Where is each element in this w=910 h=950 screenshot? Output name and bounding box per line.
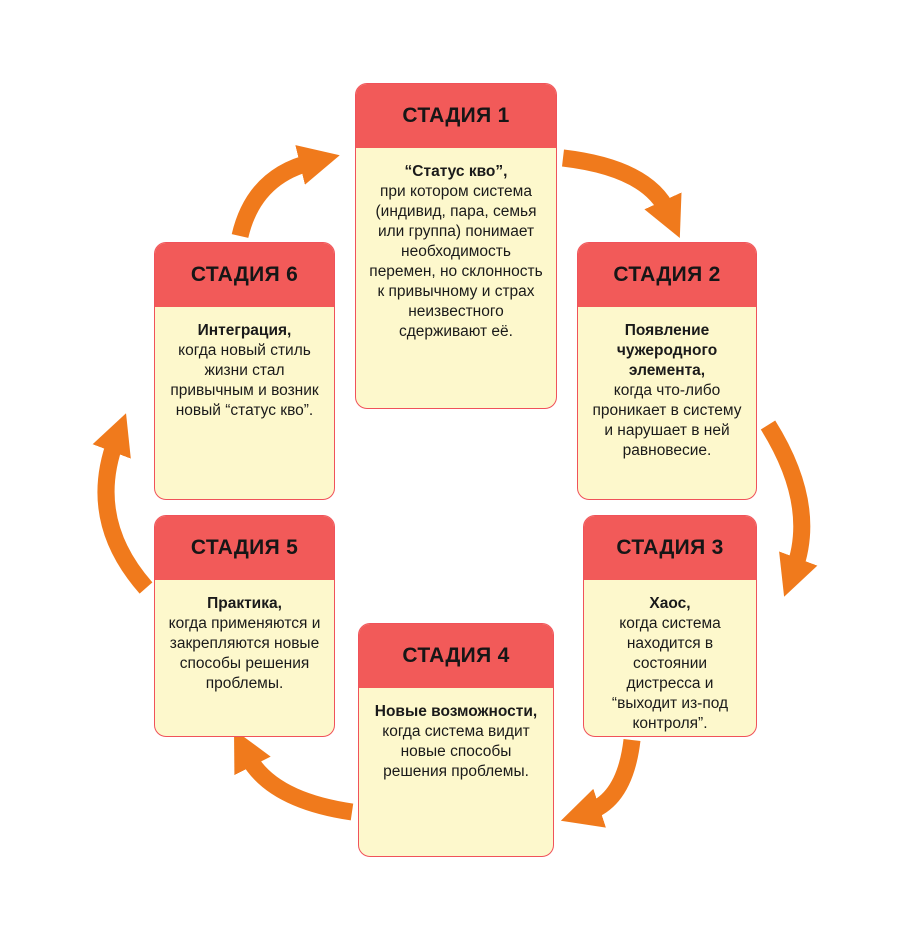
stage-3-text: когда система находится в состоянии дист… <box>611 615 729 732</box>
stage-2-text: когда что-либо проникает в систему и нар… <box>592 382 742 459</box>
arrow-stage5-to-stage6 <box>92 413 153 594</box>
stage-5-card: СТАДИЯ 5 Практика, когда применяются и з… <box>154 515 335 737</box>
stage-4-description: Новые возможности, когда система видит н… <box>359 688 553 792</box>
stage-3-card: СТАДИЯ 3 Хаос, когда система находится в… <box>583 515 757 737</box>
stage-5-description: Практика, когда применяются и закрепляют… <box>155 580 334 704</box>
arrow-stage3-to-stage4 <box>560 738 641 828</box>
arrow-stage6-to-stage1 <box>231 145 340 239</box>
stage-6-term: Интеграция, <box>197 322 292 339</box>
stage-2-title: СТАДИЯ 2 <box>578 243 756 307</box>
stage-3-title: СТАДИЯ 3 <box>584 516 756 580</box>
stage-1-text: при котором система (индивид, пара, семь… <box>369 183 543 340</box>
stage-5-term: Практика, <box>207 595 282 612</box>
stage-6-text: когда новый стиль жизни стал привычным и… <box>170 342 319 419</box>
stage-5-text: когда применяются и закрепляются новые с… <box>168 615 321 692</box>
stage-5-title: СТАДИЯ 5 <box>155 516 334 580</box>
stage-4-text: когда система видит новые способы решени… <box>382 723 530 780</box>
stage-3-term: Хаос, <box>649 595 691 612</box>
stage-1-term: “Статус кво”, <box>404 163 508 180</box>
stage-2-term: Появление чужеродного элемента, <box>616 322 718 379</box>
stage-1-description: “Статус кво”, при котором система (индив… <box>356 148 556 352</box>
arrow-stage4-to-stage5 <box>233 729 354 821</box>
stage-4-title: СТАДИЯ 4 <box>359 624 553 688</box>
stage-2-card: СТАДИЯ 2 Появление чужеродного элемента,… <box>577 242 757 500</box>
stage-6-description: Интеграция, когда новый стиль жизни стал… <box>155 307 334 431</box>
arrow-stage1-to-stage2 <box>561 149 682 238</box>
stage-1-title: СТАДИЯ 1 <box>356 84 556 148</box>
arrow-stage2-to-stage3 <box>760 420 818 597</box>
stage-3-description: Хаос, когда система находится в состояни… <box>584 580 756 736</box>
stage-4-card: СТАДИЯ 4 Новые возможности, когда систем… <box>358 623 554 857</box>
stage-4-term: Новые возможности, <box>374 703 538 720</box>
stage-6-title: СТАДИЯ 6 <box>155 243 334 307</box>
stage-1-card: СТАДИЯ 1 “Статус кво”, при котором систе… <box>355 83 557 409</box>
stage-6-card: СТАДИЯ 6 Интеграция, когда новый стиль ж… <box>154 242 335 500</box>
stage-2-description: Появление чужеродного элемента, когда чт… <box>578 307 756 471</box>
